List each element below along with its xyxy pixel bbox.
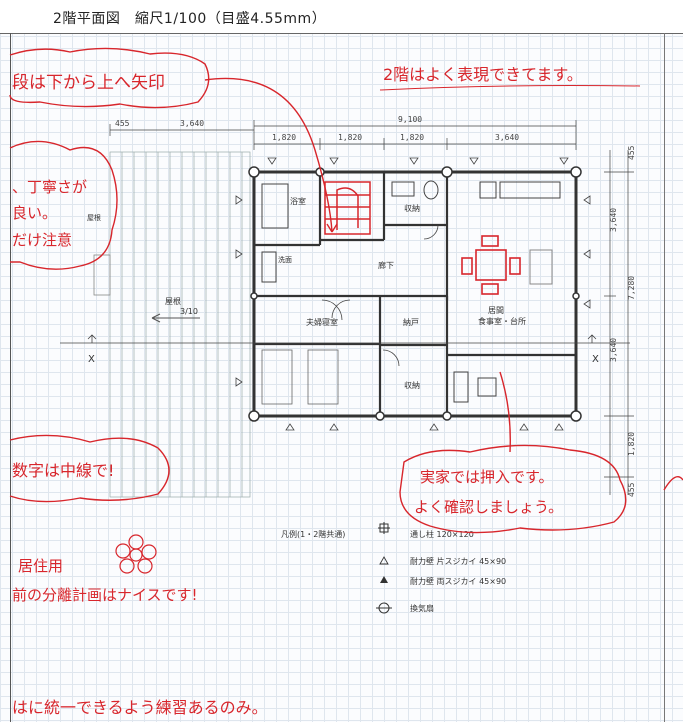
praise-underline xyxy=(379,85,641,91)
note-numbers-text: 数字は中線で! xyxy=(12,461,114,480)
toilet-fixture xyxy=(391,181,415,197)
slope-label: 3/10 xyxy=(180,307,198,316)
fridge xyxy=(479,181,497,199)
legend-column-icon xyxy=(378,522,390,534)
dim-right-1: 455 xyxy=(627,145,636,160)
frame-left-border xyxy=(10,33,11,722)
cabinet xyxy=(453,371,469,403)
table-grey xyxy=(529,249,553,285)
storage-label: 収納 xyxy=(404,380,420,390)
bath-label: 浴室 xyxy=(290,196,306,206)
dim-top-b: 455 xyxy=(115,119,130,128)
kitchen-counter xyxy=(499,181,561,199)
legend-triangle-icon xyxy=(379,556,389,565)
section-mark-left: X xyxy=(88,354,95,365)
red-bubble-left-note xyxy=(9,140,118,270)
closet-mid-label: 納戸 xyxy=(403,317,419,327)
living-label-1: 居間 xyxy=(488,306,504,315)
note-residence-1: 居住用 xyxy=(18,557,63,575)
cabinet-2 xyxy=(477,377,497,397)
columns xyxy=(248,166,582,422)
living-label-2: 食事室・台所 xyxy=(478,316,526,326)
red-bubble-closet-note xyxy=(399,371,627,534)
flower-doodle xyxy=(115,534,157,574)
slope-arrow xyxy=(151,313,200,323)
dim-seg4: 3,640 xyxy=(495,133,519,142)
legend-title: 凡例(1・2階共通) xyxy=(281,529,345,539)
section-mark-right: X xyxy=(592,354,599,365)
dim-seg3: 1,820 xyxy=(400,133,424,142)
dimension-lines xyxy=(109,120,634,495)
closet-box-1 xyxy=(261,349,293,405)
dim-seg1: 1,820 xyxy=(272,133,296,142)
frame-right-border xyxy=(664,33,665,722)
closet-box-2 xyxy=(307,349,339,405)
wall-markers xyxy=(235,157,591,431)
roof-hatch xyxy=(109,151,251,498)
dining-table-highlight xyxy=(461,235,521,295)
note-bottom-text: はに統一できるよう練習あるのみ。 xyxy=(12,698,268,717)
note-left-1: 、丁寧さが xyxy=(12,178,87,196)
legend-solid-triangle-icon xyxy=(380,576,388,583)
roof-label: 屋根 xyxy=(165,296,181,306)
bubble-fragment-right xyxy=(663,476,683,491)
door-swings xyxy=(321,224,439,367)
dim-right-4: 3,640 xyxy=(609,338,618,362)
red-bubble-arrow-note xyxy=(9,47,338,233)
dim-top-total: 9,100 xyxy=(398,115,422,124)
page-header: 2階平面図 縮尺1/100（目盛4.55mm） xyxy=(0,0,683,34)
hall-label: 廊下 xyxy=(378,260,394,270)
note-closet-2: よく確認しましょう。 xyxy=(414,498,563,516)
legend-item3: 耐力壁 両スジカイ 45×90 xyxy=(410,576,506,586)
dim-seg2: 1,820 xyxy=(338,133,362,142)
legend: 凡例(1・2階共通) 通し柱 120×120 耐力壁 片スジカイ 45×90 耐… xyxy=(281,522,506,614)
arrow-note-text: 段は下から上へ矢印 xyxy=(12,73,165,93)
dim-right-2: 3,640 xyxy=(609,208,618,232)
note-closet-1: 実家では押入です。 xyxy=(420,468,554,486)
toilet-bowl xyxy=(423,180,439,200)
legend-item4: 換気扇 xyxy=(410,603,434,613)
roof-left-label: 屋根 xyxy=(87,213,101,222)
dim-right-3: 7,280 xyxy=(627,276,636,300)
stair-highlight xyxy=(324,181,371,235)
praise-top-text: 2階はよく表現できてます。 xyxy=(383,65,583,84)
dim-right-6: 455 xyxy=(627,482,636,497)
page-title: 2階平面図 縮尺1/100（目盛4.55mm） xyxy=(53,11,327,27)
bathtub xyxy=(261,183,289,229)
dim-top-a: 3,640 xyxy=(180,119,204,128)
legend-item1: 通し柱 120×120 xyxy=(410,529,474,539)
dim-right-5: 1,820 xyxy=(627,432,636,456)
note-left-3: だけ注意 xyxy=(12,231,72,249)
interior-walls xyxy=(254,172,576,416)
section-lines xyxy=(60,334,630,344)
closet-top-label: 収納 xyxy=(404,203,420,213)
note-residence-2: 前の分離計画はナイスです! xyxy=(12,586,198,604)
washbasin xyxy=(261,251,277,283)
master-bedroom-label: 夫婦寝室 xyxy=(306,317,338,327)
legend-item2: 耐力壁 片スジカイ 45×90 xyxy=(410,556,506,566)
roof-left-box xyxy=(93,254,111,296)
washroom-label: 洗面 xyxy=(278,255,292,264)
note-left-2: 良い。 xyxy=(12,204,57,222)
red-bubble-numbers-note xyxy=(9,434,170,503)
